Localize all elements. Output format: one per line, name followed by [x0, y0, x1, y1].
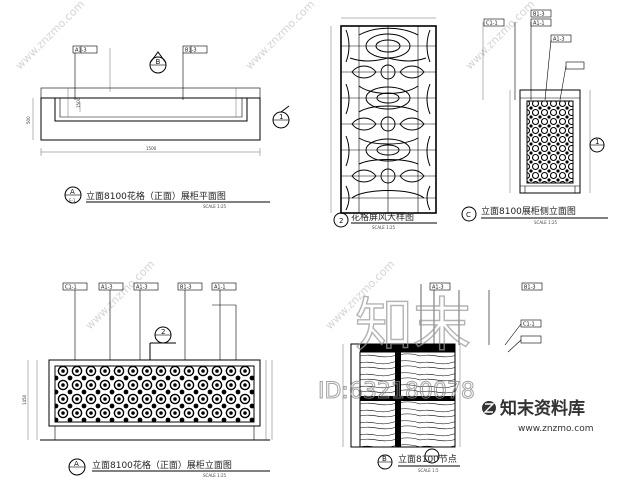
brand-watermark: 知末 ID:632180078 知末资料库 www.znzmo.com — [318, 290, 594, 434]
drawing-number: 2 — [339, 217, 343, 225]
elevation-marker: B — [149, 51, 167, 74]
lattice-screen-view: 2 花格屏风大样图 SCALE 1:25 — [330, 17, 437, 230]
drawing-number-circle — [333, 212, 349, 228]
section-marker — [424, 448, 440, 464]
drawing-scale: SCALE 1:25 — [372, 225, 396, 230]
drawing-number: C — [466, 211, 471, 219]
detail-tag: B1-3 — [524, 285, 536, 291]
screen-frame — [340, 25, 437, 214]
lattice-panel — [54, 365, 255, 423]
url-watermark: www.znzmo.com — [518, 424, 593, 434]
cabinet-side-outline — [519, 89, 581, 194]
side-tag: B1-3 — [533, 12, 545, 18]
drawing-title: 立面8100花格（正面）展柜平面图 — [86, 190, 226, 202]
front-tag: A1-3 — [101, 285, 113, 291]
section-marker-label: 1 — [595, 138, 599, 146]
material-tag-box — [182, 45, 208, 54]
front-dim: 1450 — [22, 394, 27, 405]
drawing-number-circle — [461, 206, 477, 222]
diagonal-watermarks: www.znzmo.com www.znzmo.com www.znzmo.co… — [13, 0, 537, 332]
section-marker-label: 1 — [279, 113, 283, 121]
drawing-title: 立面8100展柜侧立面图 — [481, 205, 576, 217]
brand-logo — [482, 401, 496, 415]
section-marker-label: 2 — [161, 328, 165, 336]
detail-tag: C1-1 — [523, 322, 535, 328]
logo-watermark: 知末 — [355, 291, 471, 359]
side-elevation-view: B1-3 A1-1 C1-1 A1-3 1 C 立面8100展柜侧立面图 — [461, 9, 608, 225]
drawing-number: B — [382, 455, 387, 463]
node-detail-view: A1-3 B1-3 C1-1 B 立面8100节点 SCALE 1:5 — [342, 282, 543, 473]
section-marker: 1 — [272, 105, 290, 129]
side-tag: A1-1 — [533, 21, 545, 27]
plan-tag: A1-3 — [75, 48, 87, 54]
drawing-title: 立面8100花格（正面）展柜立面图 — [92, 459, 232, 471]
section-marker: 1 — [589, 137, 605, 153]
front-elevation-view: C1-1 A1-3 A1-3 B1-3 A1-1 2 — [22, 282, 273, 478]
diagonal-watermark: www.znzmo.com — [463, 0, 537, 72]
diagonal-watermark: www.znzmo.com — [13, 0, 87, 72]
front-tag: A1-1 — [214, 285, 226, 291]
plan-view: A1-3 B1-3 B 1500 500 1500 — [26, 45, 290, 209]
drawing-scale: SCALE 1:5 — [418, 468, 439, 473]
plan-dim: 1500 — [146, 146, 157, 151]
drawing-sheet-ref: E-1 — [69, 198, 76, 203]
drawing-number: A — [70, 188, 75, 196]
material-tag-box — [72, 45, 98, 54]
cabinet-plan-outline — [40, 97, 261, 141]
drawing-scale: SCALE 1:25 — [534, 220, 558, 225]
drawing-title: 花格屏风大样图 — [351, 211, 414, 223]
section-marker: 2 — [149, 326, 176, 360]
brand-watermark-text: 知末资料库 — [499, 398, 585, 419]
front-tag: A1-3 — [136, 285, 148, 291]
drawing-title: 立面8100节点 — [398, 453, 457, 465]
plan-dim: 1500 — [76, 97, 81, 108]
drawing-scale: SCALE 1:25 — [203, 473, 227, 478]
drawing-scale: SCALE 1:25 — [203, 204, 227, 209]
diagonal-watermark: www.znzmo.com — [243, 0, 317, 72]
lattice-panel — [526, 100, 574, 184]
plan-tag: B1-3 — [185, 48, 197, 54]
side-tag: A1-3 — [553, 37, 565, 43]
front-tag: B1-3 — [180, 285, 192, 291]
side-tag: C1-1 — [486, 21, 498, 27]
front-tag: C1-1 — [65, 285, 77, 291]
detail-tag: A1-3 — [432, 285, 444, 291]
lattice-ornament — [345, 27, 431, 211]
diagonal-watermark: www.znzmo.com — [83, 258, 157, 332]
drawing-number: A — [74, 460, 79, 468]
top-rail — [360, 344, 455, 352]
elevation-marker-label: B — [156, 58, 161, 66]
id-watermark: ID:632180078 — [318, 379, 475, 404]
plan-dim: 500 — [26, 116, 31, 124]
